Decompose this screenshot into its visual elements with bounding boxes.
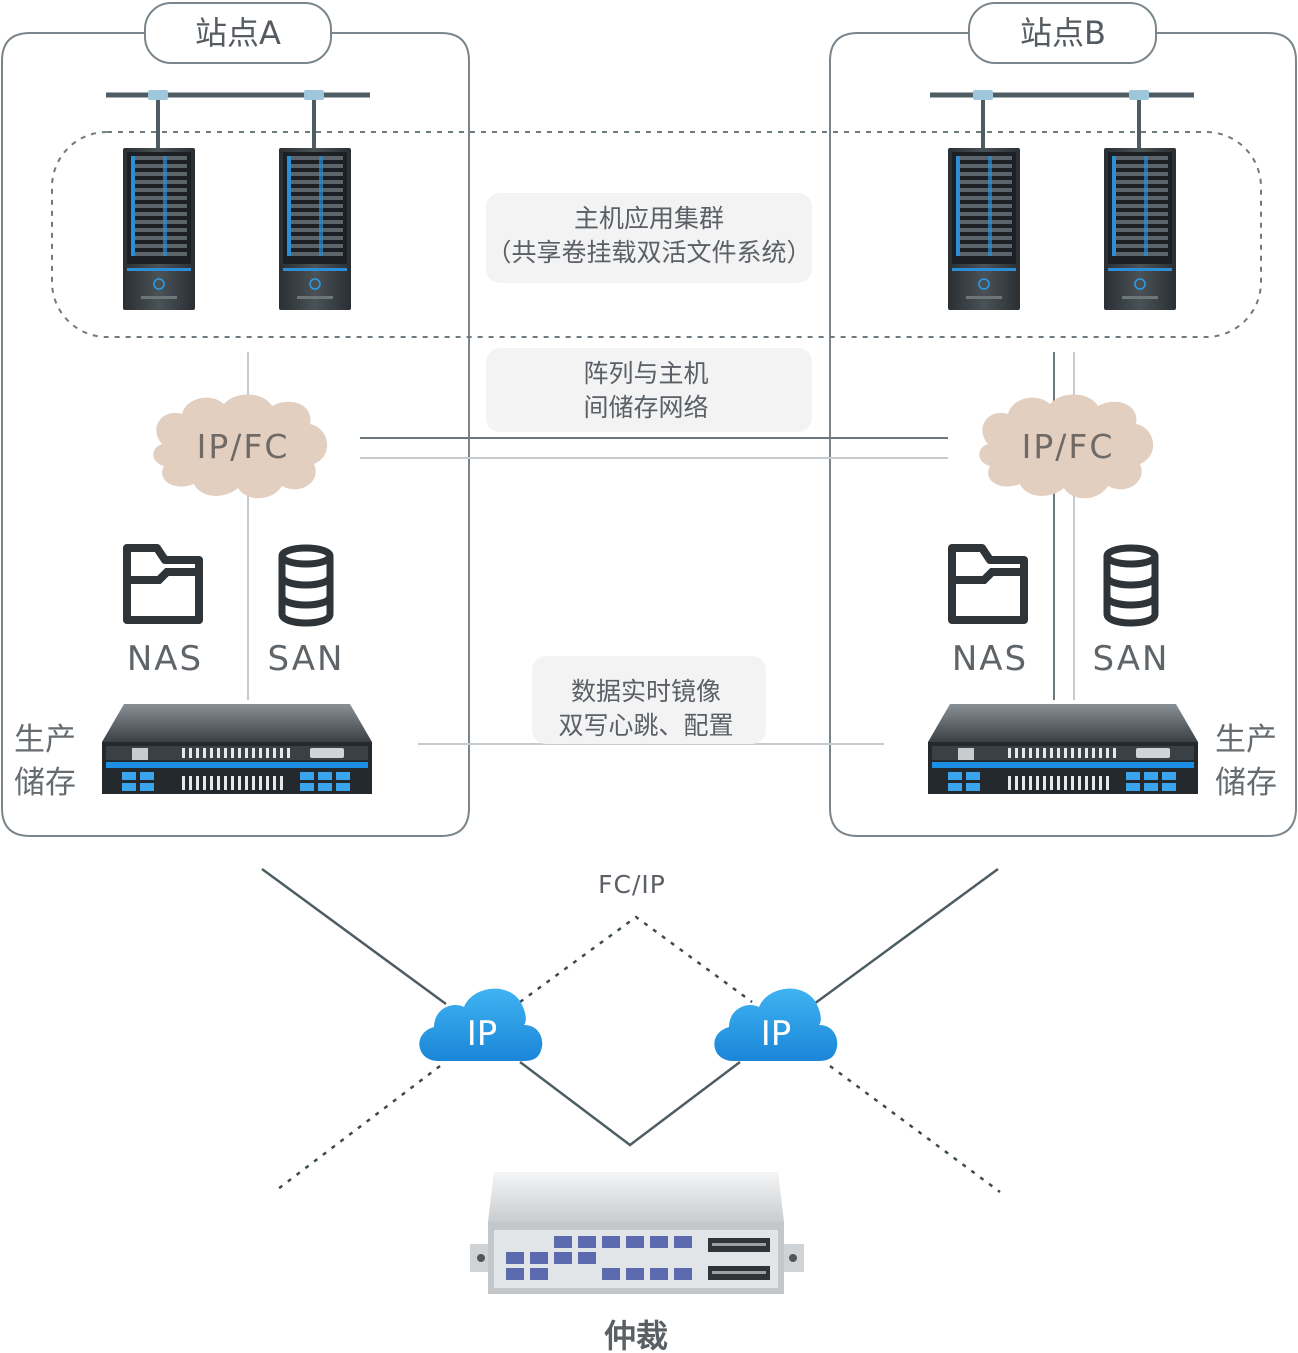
- wan-ip-cloud-right: IP: [714, 988, 838, 1061]
- site-b-san-label: SAN: [1093, 639, 1170, 679]
- site-a-database-icon: [282, 548, 330, 623]
- wan-link-dotted-right: [829, 1064, 1001, 1194]
- site-a-san-label: SAN: [268, 639, 345, 679]
- wan-link-arbiter: [519, 1061, 741, 1147]
- site-b-ipfc-cloud: IP/FC: [979, 394, 1154, 499]
- arbiter-device-icon: [470, 1172, 804, 1294]
- site-b-storage-array-icon: [928, 704, 1198, 794]
- wan-link-left-upper: [261, 867, 447, 1006]
- wan-link-dotted-top: [519, 915, 753, 1004]
- site-a-cloud-label: IP/FC: [197, 427, 290, 466]
- site-b-cloud-label: IP/FC: [1022, 427, 1115, 466]
- site-b-production-label-1: 生产: [1215, 722, 1277, 758]
- wan-link-right-upper: [813, 867, 999, 1006]
- site-a-server-2-icon: [278, 147, 352, 311]
- mirror-note: 数据实时镜像 双写心跳、配置: [532, 656, 766, 744]
- site-b-boundary: [829, 32, 1297, 837]
- site-b-tab: 站点B: [968, 2, 1157, 64]
- mirror-note-line2: 双写心跳、配置: [558, 711, 733, 740]
- site-a-host-bus: [106, 90, 370, 150]
- site-a-ipfc-cloud: IP/FC: [153, 394, 328, 499]
- wan-fcip-label: FC/IP: [598, 870, 666, 899]
- site-b-label: 站点B: [1020, 14, 1106, 52]
- wan-ip-cloud-left: IP: [419, 988, 543, 1061]
- cluster-note-line1: 主机应用集群: [574, 204, 724, 233]
- site-b-host-bus: [930, 90, 1194, 150]
- wan-link-dotted-left: [273, 1065, 441, 1193]
- site-b-database-icon: [1107, 548, 1155, 623]
- site-a-storage-array-icon: [102, 704, 372, 794]
- mirror-note-line1: 数据实时镜像: [571, 677, 721, 706]
- host-cluster-boundary: [51, 131, 1262, 338]
- arbiter-label: 仲裁: [604, 1317, 668, 1353]
- cluster-note-line2: （共享卷挂载双活文件系统）: [486, 238, 811, 267]
- network-note-line2: 间储存网络: [583, 393, 708, 422]
- site-b-server-2-icon: [1103, 147, 1177, 311]
- network-note-line1: 阵列与主机: [583, 359, 708, 388]
- site-b-server-1-icon: [947, 147, 1021, 311]
- site-a-production-label-1: 生产: [14, 722, 76, 758]
- cluster-note: 主机应用集群 （共享卷挂载双活文件系统）: [486, 193, 812, 283]
- site-b-production-label-2: 储存: [1215, 765, 1277, 801]
- site-a-folder-icon: [127, 548, 199, 620]
- ip-cloud-left-label: IP: [467, 1014, 498, 1054]
- site-b-nas-label: NAS: [952, 639, 1028, 679]
- site-a-server-1-icon: [122, 147, 196, 311]
- site-a-boundary: [1, 32, 470, 837]
- network-note: 阵列与主机 间储存网络: [486, 348, 812, 432]
- site-b-folder-icon: [952, 548, 1024, 620]
- site-a-label: 站点A: [195, 14, 281, 52]
- site-a-production-label-2: 储存: [14, 765, 76, 801]
- ip-cloud-right-label: IP: [761, 1014, 792, 1054]
- site-a-tab: 站点A: [144, 2, 332, 64]
- site-a-nas-label: NAS: [127, 639, 203, 679]
